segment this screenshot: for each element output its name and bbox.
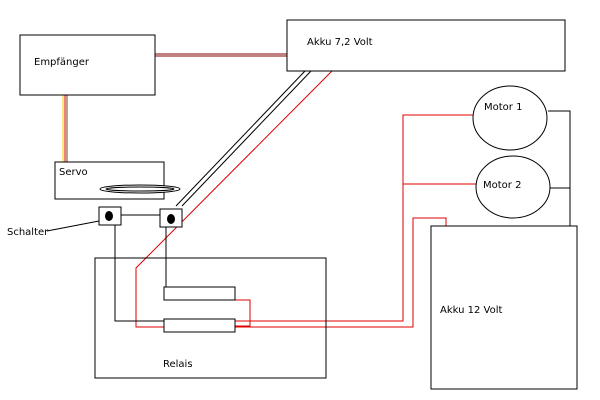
battery-relay-red-wire — [135, 70, 333, 328]
servo-horn-outer — [99, 184, 181, 194]
switch-relay-wire-left — [114, 225, 164, 322]
switch-contact-right — [167, 214, 175, 224]
battery-switch-wire-b — [181, 70, 312, 207]
switch-pointer-line — [46, 220, 100, 232]
battery-large-label: Akku 12 Volt — [440, 305, 502, 316]
relay-loop-red-wire — [235, 299, 251, 327]
relay-contact — [163, 318, 236, 333]
servo-label: Servo — [59, 167, 88, 178]
relay-motor1-red-wire — [235, 114, 475, 322]
servo-horn-inner — [105, 186, 175, 192]
receiver-box — [19, 34, 156, 96]
relay-coil — [163, 286, 236, 301]
motor1-circle — [472, 85, 548, 151]
battery-switch-wire-a — [175, 70, 306, 207]
motor1-return-wire — [548, 110, 571, 226]
relay-label: Relais — [163, 359, 193, 370]
motor2-label: Motor 2 — [483, 180, 521, 191]
switch-contact-left — [105, 211, 113, 221]
motor2-circle — [475, 155, 551, 219]
receiver-label: Empfänger — [34, 57, 90, 68]
relay-battery12-red-wire — [235, 217, 447, 328]
battery-small-box — [286, 19, 566, 72]
motor1-label: Motor 1 — [484, 102, 522, 113]
switch-label: Schalter — [7, 227, 49, 238]
relay-housing — [94, 257, 327, 379]
battery-small-label: Akku 7,2 Volt — [307, 37, 373, 48]
servo-box — [54, 161, 165, 200]
battery-large-box — [430, 225, 578, 390]
